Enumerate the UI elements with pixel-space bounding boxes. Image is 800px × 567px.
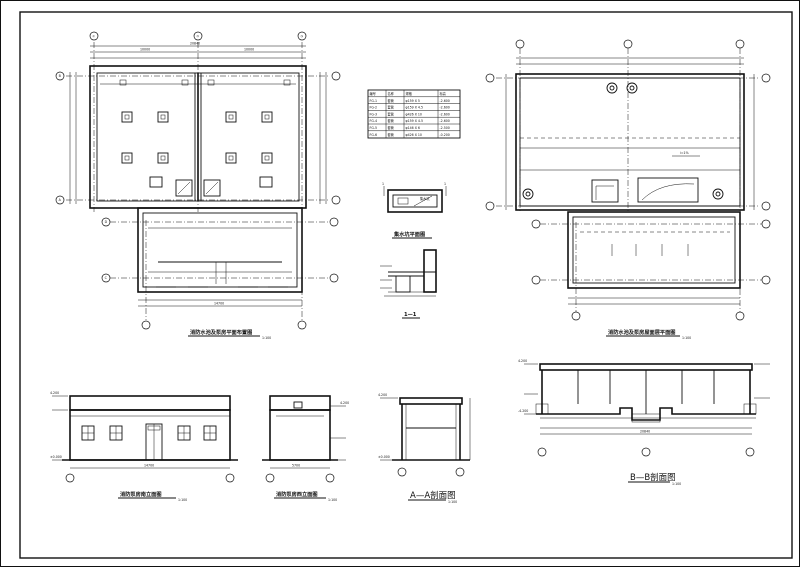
dim-top-left: 10000 xyxy=(140,48,150,52)
table-cell: 套管 xyxy=(388,98,394,103)
table-cell: 套管 xyxy=(388,118,394,123)
table-cell: FG-3 xyxy=(370,112,377,116)
elev-front-top: 4.200 xyxy=(50,391,59,395)
table-cell: φ159 X 4.5 xyxy=(406,119,423,123)
pit-label: 集水坑 xyxy=(420,196,430,201)
elev-front-title: 消防泵房南立面图 xyxy=(120,490,162,498)
section-1-title: 1—1 xyxy=(404,312,417,318)
table-header-cell: 名称 xyxy=(388,91,395,96)
axis-label-a: A xyxy=(59,198,62,202)
axis-label-c: C xyxy=(105,276,108,280)
section-bb-title: B—B剖面图 xyxy=(630,472,676,483)
table-header-cell: 编号 xyxy=(370,91,376,96)
table-cell: φ426 X 10 xyxy=(406,133,422,137)
table-cell: FG-5 xyxy=(370,126,377,130)
plan-right-scale: 1:100 xyxy=(682,336,691,340)
plan-right-title: 消防水池及泵房屋面层平面图 xyxy=(608,328,675,336)
table-header-cell: 规格 xyxy=(406,91,413,96)
section-b-b: 20840 4.200 -4.200 B—B剖面图 1:100 xyxy=(518,359,770,486)
table-cell: -0.200 xyxy=(440,133,450,137)
elev-front-scale: 1:100 xyxy=(178,498,187,502)
table-cell: -2.600 xyxy=(440,112,450,116)
plan-left: ① ② ③ B A 20840 10000 10000 xyxy=(55,31,341,340)
dim-overall-top: 20840 xyxy=(190,42,200,46)
dim-side-width: 5700 xyxy=(292,464,300,468)
detail-pit-plan: 1 1 集水坑 集水坑平面图 xyxy=(382,182,447,239)
section-mark-1-right: 1 xyxy=(444,182,446,186)
sheet-inner-border xyxy=(19,11,793,559)
section-a-a: 4.200 ±0.000 A—A剖面图 1:100 xyxy=(378,393,471,504)
table-cell: FG-6 xyxy=(370,133,377,137)
table-cell: 套管 xyxy=(388,125,394,130)
elev-front-zero: ±0.000 xyxy=(50,455,62,459)
elev-bb-top: 4.200 xyxy=(518,359,527,363)
table-cell: FG-4 xyxy=(370,119,377,123)
elev-aa-zero: ±0.000 xyxy=(378,455,390,459)
elev-aa-top: 4.200 xyxy=(378,393,387,397)
elevation-front: 4.200 ±0.000 14700 消防泵房南立面图 1:100 xyxy=(50,391,238,502)
axis-label-3: ③ xyxy=(300,34,303,38)
section-bb-scale: 1:100 xyxy=(672,482,681,486)
dim-bb-width: 20840 xyxy=(640,430,650,434)
axis-label-d: D xyxy=(105,220,108,224)
table-cell: φ159 X 5 xyxy=(406,99,420,103)
table-cell: 套管 xyxy=(388,132,394,137)
table-cell: -2.600 xyxy=(440,106,450,110)
section-1-1: 1—1 xyxy=(380,249,437,319)
dim-front-width: 14700 xyxy=(144,464,154,468)
axis-label-b: B xyxy=(59,74,61,78)
plan-left-scale: 1:100 xyxy=(262,336,271,340)
dim-top-right: 10000 xyxy=(244,48,254,52)
elev-bb-bottom: -4.200 xyxy=(518,409,528,413)
table-cell: FG-1 xyxy=(370,99,377,103)
table-cell: FG-2 xyxy=(370,106,377,110)
table-cell: -2.500 xyxy=(440,126,450,130)
table-cell: -2.600 xyxy=(440,119,450,123)
table-cell: φ426 X 10 xyxy=(406,112,422,116)
plan-right: i=1% 消防水池及泵房屋面层平面图 1:100 xyxy=(485,39,771,340)
section-aa-title: A—A剖面图 xyxy=(410,490,456,501)
elevation-side: 4.200 5700 消防泵房西立面图 1:100 xyxy=(262,395,349,502)
elev-side-top: 4.200 xyxy=(340,401,349,405)
axis-label-2: ② xyxy=(196,34,199,38)
section-aa-scale: 1:100 xyxy=(448,500,457,504)
roof-slope-label: i=1% xyxy=(680,151,689,155)
elev-side-scale: 1:100 xyxy=(328,498,337,502)
section-mark-1-left: 1 xyxy=(382,182,384,186)
table-cell: 套管 xyxy=(388,111,394,116)
table-cell: φ159 X 4.5 xyxy=(406,106,423,110)
axis-label-1: ① xyxy=(92,34,95,38)
table-cell: 套管 xyxy=(388,105,394,110)
table-cell: -2.600 xyxy=(440,99,450,103)
tank-columns xyxy=(121,111,273,164)
detail-plan-title: 集水坑平面图 xyxy=(393,230,425,238)
table-cell: φ146 X 6 xyxy=(406,126,420,130)
elev-side-title: 消防泵房西立面图 xyxy=(276,490,318,498)
dim-pump-room: 14700 xyxy=(214,302,224,306)
table-header-cell: 标高 xyxy=(440,91,446,96)
plan-left-title: 消防水池及泵房平面布置图 xyxy=(190,328,252,336)
